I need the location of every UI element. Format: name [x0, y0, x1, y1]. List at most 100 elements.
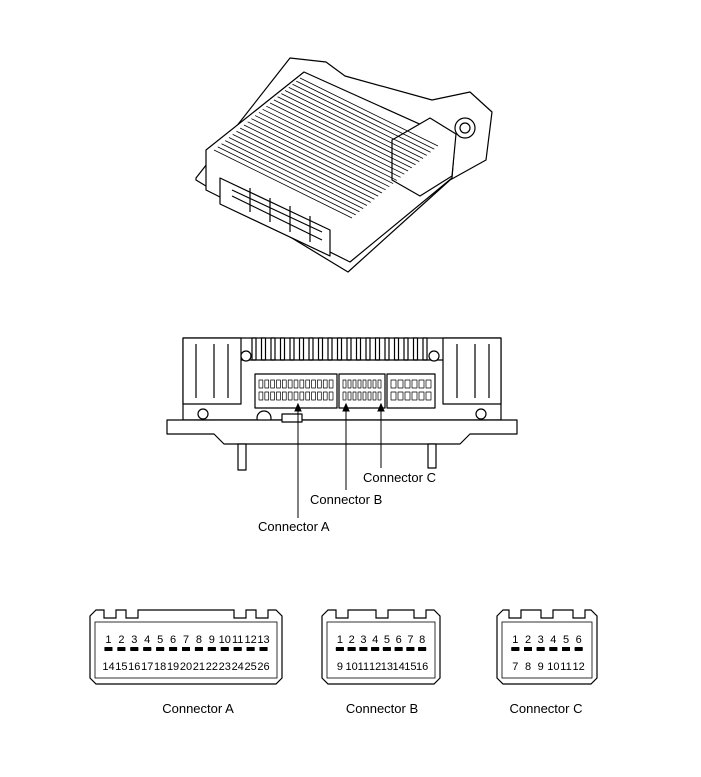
- pin-label: 18: [154, 661, 166, 673]
- pin-contact: [233, 647, 242, 650]
- front-right-stud: [427, 443, 437, 469]
- front-connector-b: [338, 373, 386, 409]
- pin-label: 6: [576, 634, 582, 646]
- pin-label: 12: [244, 634, 256, 646]
- front-connector-pins: [258, 379, 432, 401]
- front-base-plate: [166, 419, 518, 445]
- pin-label: 10: [547, 661, 559, 673]
- front-right-block: [442, 337, 502, 405]
- pin-contact: [182, 647, 190, 650]
- callout-connector-c: Connector C: [363, 470, 436, 485]
- front-connector-c: [386, 373, 436, 409]
- pin-label: 19: [167, 661, 179, 673]
- pin-label: 3: [538, 634, 544, 646]
- pin-label: 2: [118, 634, 124, 646]
- pin-label: 10: [346, 661, 358, 673]
- pin-label: 16: [128, 661, 140, 673]
- pin-contact: [359, 647, 368, 650]
- front-connector-a: [254, 373, 338, 409]
- pin-contact: [335, 647, 344, 650]
- pin-label: 7: [512, 661, 518, 673]
- front-heatsink-fins: [241, 337, 443, 361]
- connector-a-caption: Connector A: [162, 701, 234, 716]
- pin-label: 5: [563, 634, 569, 646]
- pin-contact: [511, 647, 520, 650]
- pin-label: 13: [257, 634, 269, 646]
- pin-label: 4: [372, 634, 378, 646]
- pin-label: 14: [102, 661, 114, 673]
- pin-label: 4: [550, 634, 556, 646]
- pin-label: 1: [512, 634, 518, 646]
- amplifier-isometric-view: [195, 57, 493, 273]
- pin-label: 23: [219, 661, 231, 673]
- pin-label: 15: [404, 661, 416, 673]
- pin-label: 8: [419, 634, 425, 646]
- pin-contact: [169, 647, 178, 650]
- pin-label: 8: [525, 661, 531, 673]
- pin-label: 6: [396, 634, 402, 646]
- connector-b-outline: [321, 609, 441, 685]
- pin-label: 3: [360, 634, 366, 646]
- connector-c-outline: [496, 609, 598, 685]
- pin-label: 4: [144, 634, 150, 646]
- amplifier-front-view: [166, 337, 518, 471]
- iso-heatsink-fins: [213, 77, 439, 219]
- pin-label: 12: [573, 661, 585, 673]
- callout-connector-b: Connector B: [310, 492, 382, 507]
- pin-contact: [406, 647, 415, 650]
- front-left-block: [182, 337, 242, 405]
- pin-label: 11: [560, 661, 571, 673]
- pin-contact: [143, 647, 152, 650]
- pin-contact: [130, 647, 139, 650]
- pin-label: 9: [337, 661, 343, 673]
- pin-contact: [549, 647, 558, 650]
- pin-contact: [246, 647, 255, 650]
- pin-label: 25: [244, 661, 256, 673]
- pin-contact: [207, 647, 216, 650]
- pin-contact: [117, 647, 126, 650]
- connector-c-caption: Connector C: [510, 701, 583, 716]
- front-left-stud: [237, 443, 247, 471]
- pin-label: 26: [257, 661, 269, 673]
- callout-leaders: [294, 402, 385, 518]
- pin-contact: [394, 647, 403, 650]
- pin-label: 7: [407, 634, 413, 646]
- pin-contact: [371, 647, 380, 650]
- pin-contact: [524, 647, 532, 650]
- pin-contact: [418, 647, 427, 650]
- pin-label: 24: [232, 661, 244, 673]
- pin-label: 22: [206, 661, 218, 673]
- pin-label: 16: [416, 661, 428, 673]
- connector-b-caption: Connector B: [346, 701, 418, 716]
- pin-contact: [259, 647, 268, 650]
- pin-label: 9: [209, 634, 215, 646]
- pin-label: 5: [384, 634, 390, 646]
- pin-contact: [574, 647, 583, 650]
- front-screws: [197, 350, 487, 426]
- pin-label: 5: [157, 634, 163, 646]
- pin-label: 7: [183, 634, 189, 646]
- pin-contact: [220, 647, 229, 650]
- pin-label: 2: [525, 634, 531, 646]
- pin-label: 1: [105, 634, 111, 646]
- pin-contact: [347, 647, 356, 650]
- pin-label: 9: [538, 661, 544, 673]
- pin-label: 11: [232, 634, 243, 646]
- pin-contact: [536, 647, 545, 650]
- pin-label: 10: [219, 634, 231, 646]
- pin-label: 13: [381, 661, 393, 673]
- pin-contact: [382, 647, 391, 650]
- pin-label: 15: [115, 661, 127, 673]
- pin-label: 17: [141, 661, 153, 673]
- pin-label: 14: [393, 661, 405, 673]
- pin-label: 3: [131, 634, 137, 646]
- pin-label: 12: [369, 661, 381, 673]
- callout-connector-a: Connector A: [258, 519, 330, 534]
- pin-label: 6: [170, 634, 176, 646]
- iso-right-block: [391, 117, 457, 197]
